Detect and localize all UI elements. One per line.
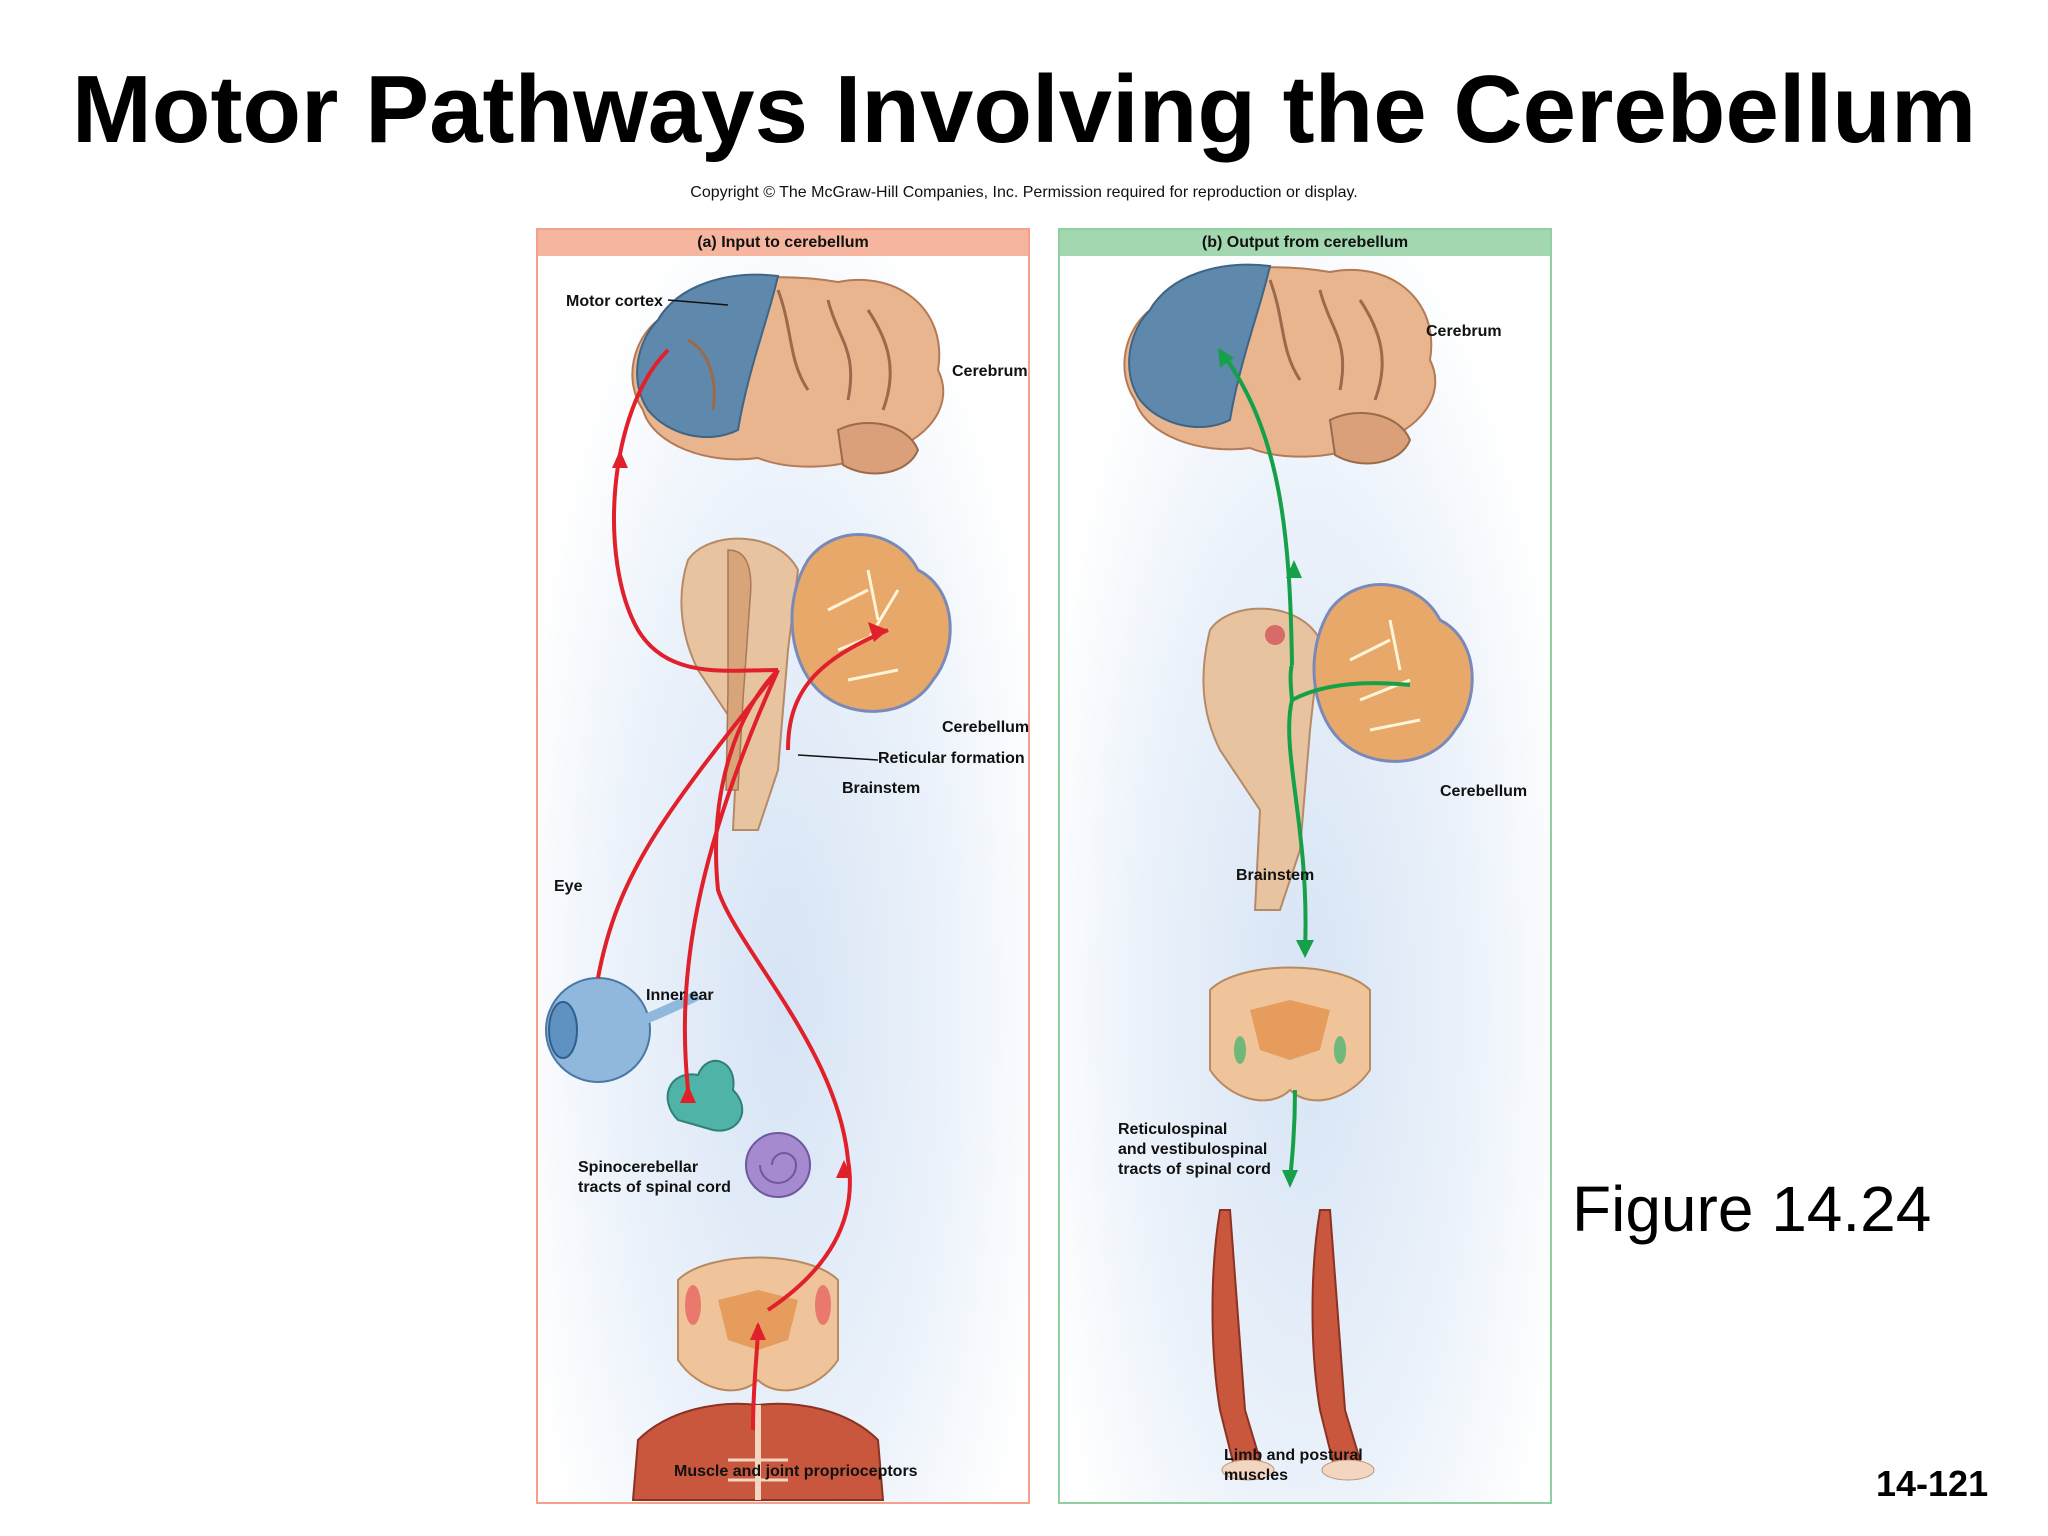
figure-reference: Figure 14.24	[1572, 1173, 1932, 1245]
label-motor-cortex: Motor cortex	[566, 293, 663, 310]
label-proprioceptors: Muscle and joint proprioceptors	[674, 1463, 918, 1480]
label-limb-line2: muscles	[1224, 1467, 1289, 1484]
panel-input-to-cerebellum: (a) Input to cerebellum	[536, 228, 1030, 1504]
torso-muscles-illustration	[631, 1402, 885, 1501]
label-spinocerebellar-line1: Spinocerebellar	[578, 1159, 699, 1176]
input-arrowheads	[612, 450, 888, 1340]
brainstem-cerebellum-illustration-b	[1202, 583, 1474, 911]
output-pathway-illustration	[1123, 263, 1474, 1481]
label-inner-ear: Inner ear	[646, 987, 714, 1004]
label-cerebrum-a: Cerebrum	[952, 363, 1028, 380]
label-brainstem-b: Brainstem	[1236, 867, 1315, 884]
label-cerebellum-a: Cerebellum	[942, 719, 1030, 736]
motor-cortex-region	[636, 273, 780, 438]
slide-title: Motor Pathways Involving the Cerebellum	[71, 56, 1977, 163]
label-reticulospinal-line1: Reticulospinal	[1118, 1121, 1228, 1138]
cerebellum-shape	[790, 533, 952, 713]
legs-muscles-illustration	[1211, 1209, 1375, 1481]
label-reticulospinal-line3: tracts of spinal cord	[1118, 1161, 1271, 1178]
spinal-cord-cross-section-b	[1209, 966, 1371, 1102]
input-pathway-illustration	[545, 273, 952, 1501]
motor-cortex-leader	[667, 299, 729, 306]
copyright-notice: Copyright © The McGraw-Hill Companies, I…	[690, 184, 1358, 201]
panel-a-header: (a) Input to cerebellum	[538, 230, 1028, 256]
reticular-formation-leader	[797, 754, 879, 761]
output-arrowheads	[1218, 348, 1314, 1188]
label-spinocerebellar-line2: tracts of spinal cord	[578, 1179, 731, 1196]
label-reticular-formation: Reticular formation	[878, 750, 1025, 767]
label-cerebellum-b: Cerebellum	[1440, 783, 1528, 800]
input-pathway-arrows	[596, 348, 889, 1431]
label-eye: Eye	[554, 878, 583, 895]
page-number: 14-121	[1876, 1463, 1989, 1504]
label-brainstem-a: Brainstem	[842, 780, 921, 797]
panel-output-from-cerebellum: (b) Output from cerebellum	[1058, 228, 1552, 1504]
panel-b-header: (b) Output from cerebellum	[1060, 230, 1550, 256]
output-pathway-arrows	[1218, 348, 1411, 1181]
label-cerebrum-b: Cerebrum	[1426, 323, 1502, 340]
cerebrum-illustration-b	[1123, 263, 1437, 465]
label-limb-line1: Limb and postural	[1224, 1447, 1363, 1464]
cerebrum-illustration	[631, 273, 945, 475]
label-reticulospinal-line2: and vestibulospinal	[1118, 1141, 1268, 1158]
